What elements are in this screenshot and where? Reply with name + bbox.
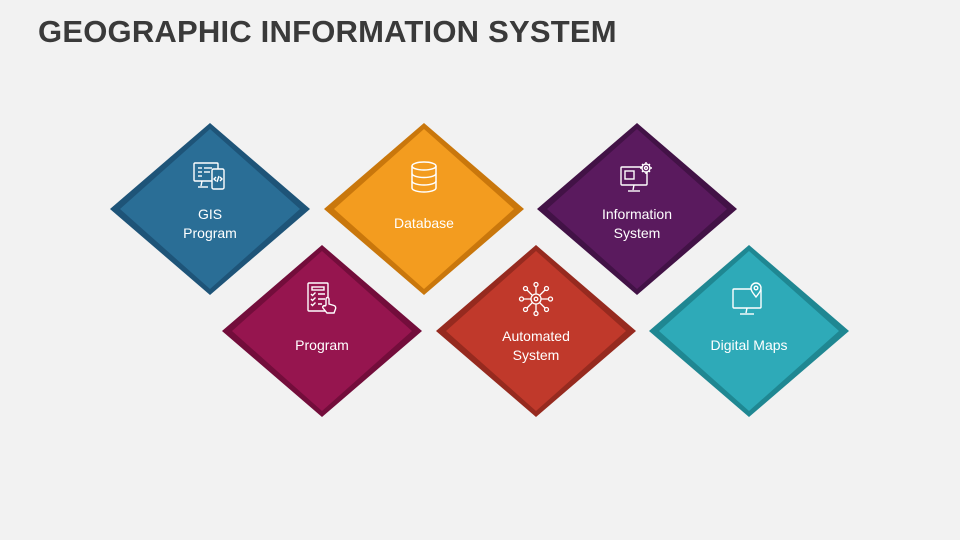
checklist-icon [304,281,340,317]
diagram-card-5: Digital Maps [649,245,849,417]
diagram-card-0: GIS Program [110,123,310,295]
diagram-card-3: Program [222,245,422,417]
diagram-card-4: Automated System [436,245,636,417]
diamond-shape [110,123,310,295]
database-icon [406,159,442,195]
diamond-shape [649,245,849,417]
diamond-shape [537,123,737,295]
diamond-shape [222,245,422,417]
diagram-card-label: Automated System [502,328,570,363]
map-pin-screen-icon [731,281,767,317]
diagram-card-2: Information System [537,123,737,295]
diagram-card-1: Database [324,123,524,295]
diamond-shape [436,245,636,417]
diagram-card-label: Database [394,215,454,231]
network-icon [518,281,554,317]
diagram-card-label: GIS Program [183,206,237,241]
page-title: GEOGRAPHIC INFORMATION SYSTEM [38,14,617,49]
monitor-gear-icon [619,159,655,195]
diagram-card-label: Digital Maps [710,337,788,353]
diagram-card-label: Program [295,337,349,353]
diagram-card-label: Information System [601,206,673,241]
diamond-shape [324,123,524,295]
code-screen-icon [192,159,228,195]
